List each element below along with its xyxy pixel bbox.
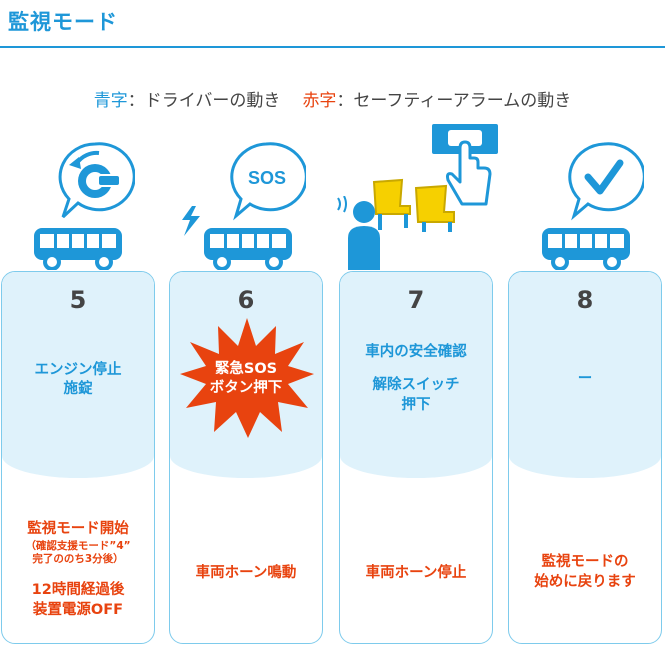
step-number: 5 bbox=[2, 286, 154, 314]
alarm-action-line: 監視モード開始 bbox=[2, 520, 154, 539]
step-number: 8 bbox=[509, 286, 661, 314]
driver-action-line: エンジン停止 bbox=[2, 361, 154, 380]
burst-action-line: 緊急SOS bbox=[170, 360, 322, 379]
alarm-action-line: 装置電源OFF bbox=[2, 601, 154, 620]
step-card-8: 8 ー 監視モードの 始めに戻ります bbox=[508, 271, 662, 644]
step-card-6: 6 緊急SOS ボタン押下 車両ホーン鳴動 bbox=[169, 271, 323, 644]
key-speech-bubble-icon bbox=[55, 141, 135, 223]
driver-action-line: 施錠 bbox=[2, 380, 154, 399]
sos-bubble-text: SOS bbox=[248, 168, 286, 188]
alarm-action-line: 始めに戻ります bbox=[509, 573, 661, 592]
driver-person-icon bbox=[334, 196, 384, 270]
page-title: 監視モード bbox=[8, 6, 118, 36]
legend-blue-desc: ：ドライバーの動き bbox=[128, 91, 281, 111]
alarm-action-line: 監視モードの bbox=[509, 553, 661, 572]
burst-action-line: ボタン押下 bbox=[170, 379, 322, 398]
driver-action-line: ー bbox=[509, 370, 661, 389]
step-number: 6 bbox=[170, 286, 322, 314]
driver-action-line: 車内の安全確認 bbox=[340, 343, 492, 362]
sos-speech-bubble-icon: SOS bbox=[224, 141, 306, 221]
bus-icon bbox=[200, 224, 300, 270]
alarm-note-line: 完了ののち3分後） bbox=[2, 553, 154, 566]
title-divider bbox=[0, 46, 665, 48]
bus-icon bbox=[538, 224, 638, 270]
bus-icon bbox=[30, 224, 130, 270]
color-legend: 青字：ドライバーの動き 赤字：セーフティーアラームの動き bbox=[0, 86, 665, 111]
legend-red-desc: ：セーフティーアラームの動き bbox=[336, 91, 571, 111]
alarm-action-line: 車両ホーン停止 bbox=[340, 564, 492, 583]
alarm-action-line: 12時間経過後 bbox=[2, 581, 154, 600]
driver-action-line: 解除スイッチ bbox=[340, 376, 492, 395]
legend-blue-key: 青字 bbox=[94, 91, 128, 111]
alarm-action-line: 車両ホーン鳴動 bbox=[170, 564, 322, 583]
step-card-5: 5 エンジン停止 施錠 監視モード開始 （確認支援モード”4” 完了ののち3分後… bbox=[1, 271, 155, 644]
step-number: 7 bbox=[340, 286, 492, 314]
step-card-7: 7 車内の安全確認 解除スイッチ 押下 車両ホーン停止 bbox=[339, 271, 493, 644]
legend-red-key: 赤字 bbox=[302, 91, 336, 111]
driver-action-line: 押下 bbox=[340, 396, 492, 415]
alarm-note-line: （確認支援モード”4” bbox=[2, 540, 154, 553]
checkmark-speech-bubble-icon bbox=[562, 141, 644, 221]
